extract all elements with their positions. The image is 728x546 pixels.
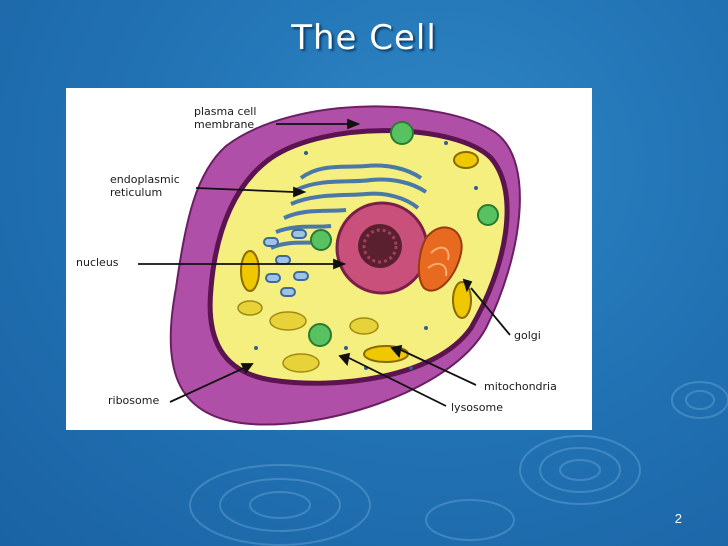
- arrowhead-golgi: [462, 278, 473, 293]
- mitochondria-group: [240, 151, 479, 363]
- golgi-apparatus: [418, 226, 463, 292]
- arrowhead-lysosome: [338, 352, 351, 366]
- label-plasma-membrane-1: plasma cell: [194, 105, 256, 118]
- label-mitochondria: mitochondria: [484, 380, 557, 393]
- label-lysosome: lysosome: [451, 401, 503, 414]
- leader-ribosome: [169, 367, 245, 403]
- endoplasmic-reticulum: [270, 163, 428, 250]
- arrowhead-mitochondria: [390, 344, 403, 358]
- chromatin: [362, 228, 398, 264]
- ribosome-dots: [254, 141, 478, 370]
- er-vesicles: [263, 229, 309, 297]
- arrowhead-nucleus: [333, 258, 347, 270]
- label-golgi: golgi: [514, 329, 541, 342]
- label-nucleus: nucleus: [76, 256, 119, 269]
- cell-diagram: plasma cell membrane endoplasmic reticul…: [76, 105, 557, 426]
- leader-er: [195, 187, 295, 193]
- arrowhead-ribosome: [240, 363, 254, 374]
- arrowhead-er: [293, 186, 307, 198]
- label-plasma-membrane-2: membrane: [194, 118, 254, 131]
- green-organelles: [308, 121, 499, 347]
- label-ribosome: ribosome: [108, 394, 159, 407]
- label-er-2: reticulum: [110, 186, 162, 199]
- leader-mitochondria: [400, 349, 477, 386]
- arrowhead-plasma-membrane: [347, 118, 361, 130]
- leader-lysosome: [348, 357, 447, 407]
- vesicles: [237, 300, 379, 373]
- page-number: 2: [674, 511, 682, 526]
- label-er-1: endoplasmic: [110, 173, 180, 186]
- slide-title: The Cell: [291, 18, 437, 58]
- leader-golgi: [470, 287, 511, 336]
